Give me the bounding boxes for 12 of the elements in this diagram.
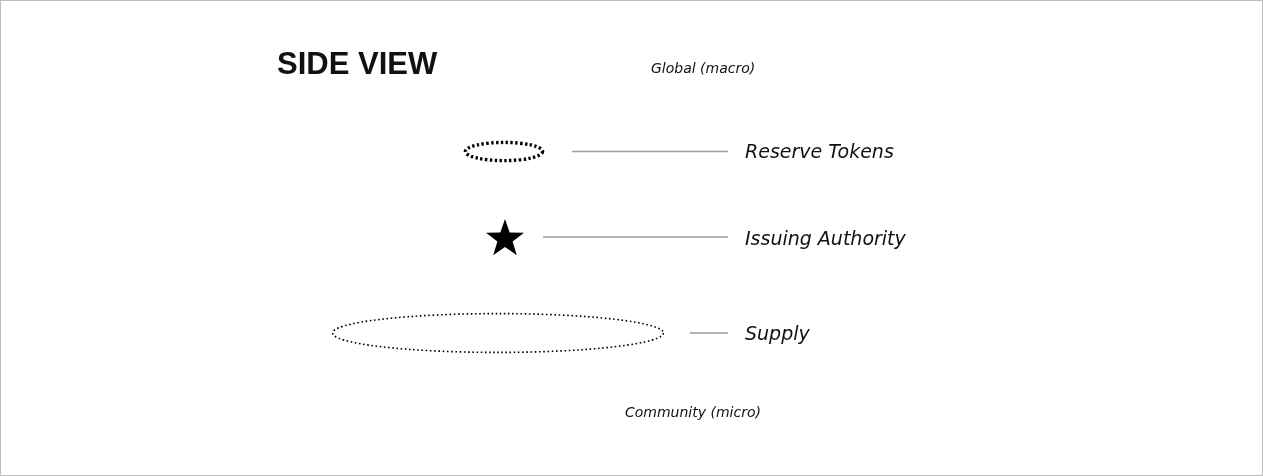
dotted-ellipse (331, 312, 665, 354)
diagram-title: SIDE VIEW (277, 46, 438, 82)
connector-line (689, 332, 729, 334)
star-icon (485, 218, 525, 256)
connector-line (542, 236, 729, 238)
layer-label: Supply (728, 321, 810, 345)
connector-line (571, 150, 729, 153)
dotted-ellipse (462, 139, 546, 164)
axis-note: Community (micro) (625, 404, 761, 420)
layer-label: Reserve Tokens (728, 139, 894, 163)
layer-label: Issuing Authority (728, 226, 906, 250)
axis-note: Global (macro) (651, 60, 756, 76)
